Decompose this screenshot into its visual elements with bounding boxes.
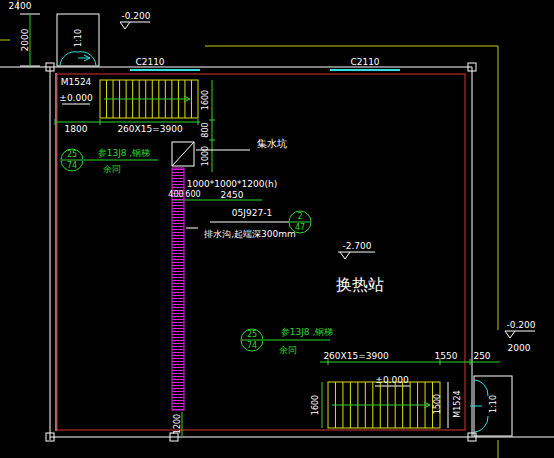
window-tag: C2110 bbox=[135, 58, 164, 67]
dimension: 600 bbox=[185, 191, 200, 199]
level-mark: -0.200 bbox=[121, 12, 150, 21]
callout-number: 2 bbox=[288, 213, 312, 221]
note: 余同 bbox=[103, 165, 121, 174]
dimension: 1200 bbox=[174, 414, 182, 434]
dimension: 400 bbox=[168, 191, 183, 199]
note: 参13J8 ,钢梯 bbox=[98, 149, 151, 158]
dimension: 1600 bbox=[312, 395, 320, 415]
callout-circle: 2574 bbox=[60, 148, 84, 172]
dimension: 260X15=3900 bbox=[117, 125, 182, 134]
callout-number: 25 bbox=[60, 151, 84, 159]
level-mark: ±0.000 bbox=[375, 376, 408, 385]
dimension: 2000 bbox=[508, 344, 531, 353]
dimension: 260X15=3900 bbox=[323, 352, 388, 361]
dimension: 250 bbox=[473, 352, 490, 361]
level-mark: -2.700 bbox=[342, 242, 371, 251]
dimension: 2450 bbox=[221, 191, 244, 200]
callout-number: 25 bbox=[240, 331, 264, 339]
door-tag: M1524 bbox=[454, 390, 462, 417]
callout-circle: 247 bbox=[288, 210, 312, 234]
callout-number: 74 bbox=[240, 342, 264, 350]
callout-number: 74 bbox=[60, 162, 84, 170]
callout-number: 47 bbox=[288, 224, 312, 232]
note: 排水沟,起端深300mm bbox=[204, 230, 296, 239]
level-mark: -0.200 bbox=[506, 321, 535, 330]
callout-circle: 2574 bbox=[240, 328, 264, 352]
note: 参13J8 ,钢梯 bbox=[281, 328, 334, 337]
dimension: 1000 bbox=[202, 146, 210, 166]
note: 余同 bbox=[279, 346, 297, 355]
dimension: 1600 bbox=[202, 90, 210, 110]
dimension: 2000 bbox=[21, 29, 30, 52]
window-tag: C2110 bbox=[350, 58, 379, 67]
dimension: 1550 bbox=[435, 352, 458, 361]
room-note: 集水坑 bbox=[257, 139, 287, 149]
reference: 05J927-1 bbox=[232, 209, 272, 218]
dimension: 1500 bbox=[434, 394, 442, 414]
level-mark: ±0.000 bbox=[59, 94, 92, 103]
slope-ratio: 1:10 bbox=[490, 395, 498, 413]
dimension: 1000*1000*1200(h) bbox=[187, 180, 277, 189]
dimension: 1800 bbox=[65, 125, 88, 134]
slope-ratio: 1:10 bbox=[75, 29, 83, 47]
dimension: 2400 bbox=[9, 2, 32, 11]
dimension: 800 bbox=[202, 122, 210, 137]
room-name: 换热站 bbox=[336, 277, 384, 293]
door-tag: M1524 bbox=[61, 78, 92, 87]
